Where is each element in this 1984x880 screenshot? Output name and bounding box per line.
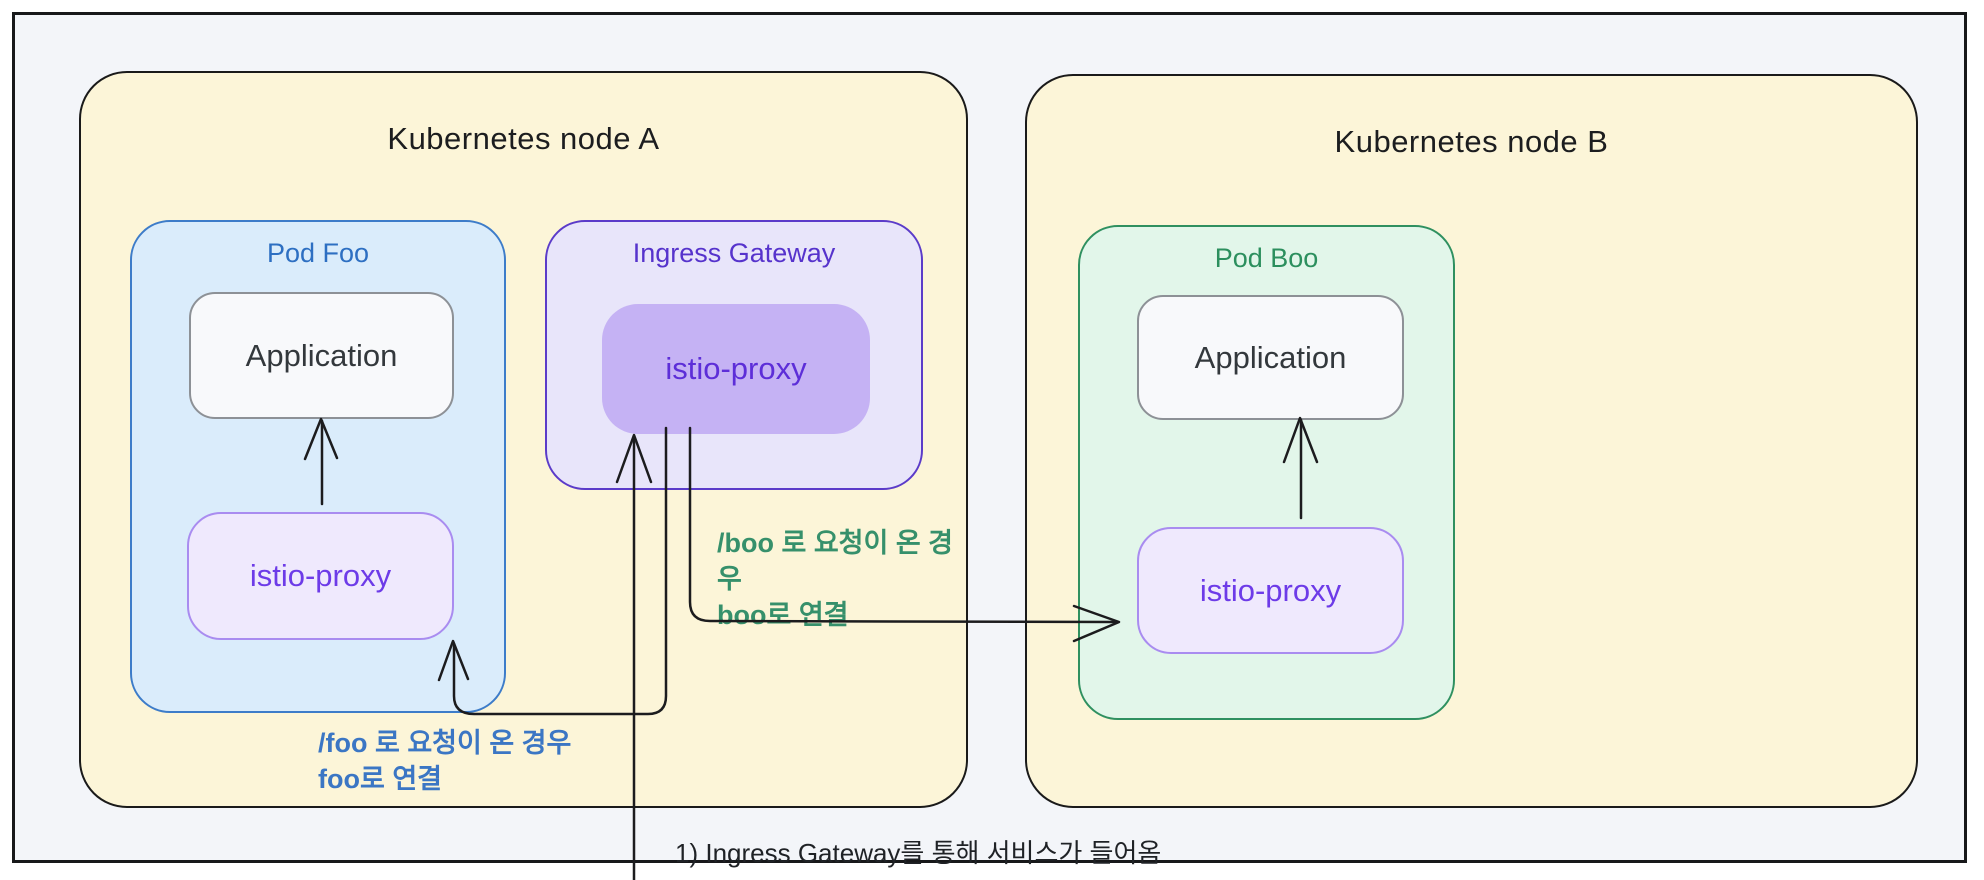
pod-foo-istio-proxy-box: istio-proxy (187, 512, 454, 640)
foo-route-annotation: /foo 로 요청이 온 경우 foo로 연결 (318, 725, 571, 797)
foo-route-line1: /foo 로 요청이 온 경우 (318, 728, 572, 758)
node-a-title: Kubernetes node A (387, 121, 660, 156)
ingress-gateway-istio-proxy-label: istio-proxy (665, 351, 807, 386)
pod-foo-istio-proxy-label: istio-proxy (249, 558, 392, 593)
boo-route-annotation: /boo 로 요청이 온 경우 boo로 연결 (717, 525, 966, 633)
pod-boo-application-box: Application (1137, 295, 1404, 420)
pod-foo-application-box: Application (189, 292, 454, 419)
kubernetes-node-b: Kubernetes node B Pod Boo Application is… (1025, 74, 1918, 808)
outer-frame: Kubernetes node A Pod Foo Application is… (12, 12, 1967, 868)
pod-boo: Pod Boo Application istio-proxy (1078, 225, 1455, 720)
pod-foo-application-label: Application (245, 337, 398, 373)
step1-caption: 1) Ingress Gateway를 통해 서비스가 들어옴 (675, 838, 1162, 868)
pod-boo-title: Pod Boo (1214, 243, 1319, 273)
ingress-gateway-istio-proxy-box: istio-proxy (602, 304, 870, 434)
boo-route-line1: /boo 로 요청이 온 경우 (717, 528, 954, 594)
node-b-title: Kubernetes node B (1334, 124, 1609, 159)
pod-foo-title: Pod Foo (266, 238, 370, 268)
pod-boo-istio-proxy-label: istio-proxy (1199, 572, 1342, 608)
ingress-gateway: Ingress Gateway istio-proxy (545, 220, 923, 490)
boo-route-line2: boo로 연결 (717, 600, 849, 630)
kubernetes-node-a: Kubernetes node A Pod Foo Application is… (79, 71, 968, 808)
ingress-gateway-title: Ingress Gateway (632, 238, 836, 268)
pod-foo: Pod Foo Application istio-proxy (130, 220, 506, 713)
foo-route-line2: foo로 연결 (318, 764, 442, 794)
pod-boo-istio-proxy-box: istio-proxy (1137, 527, 1404, 654)
pod-boo-application-label: Application (1194, 339, 1347, 375)
